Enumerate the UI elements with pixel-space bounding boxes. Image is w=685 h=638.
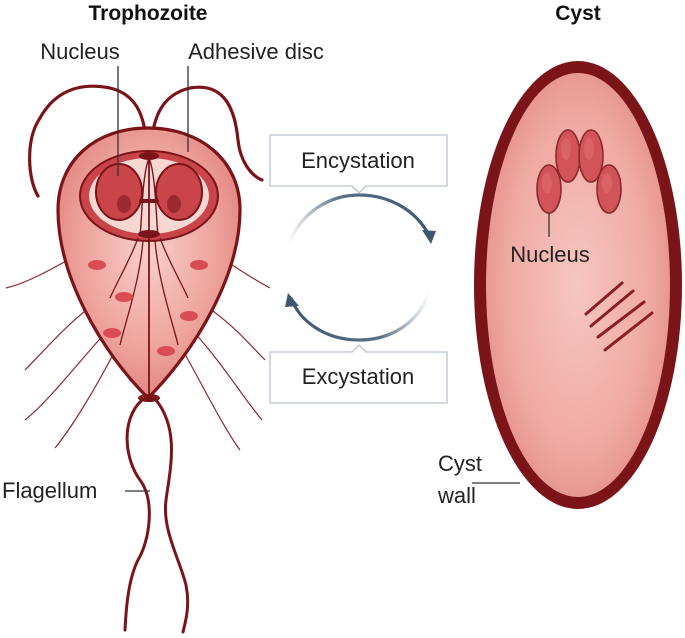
life-cycle-arrows: Encystation Excystation — [269, 134, 448, 404]
label-flagellum: Flagellum — [2, 478, 97, 503]
excystation-label: Excystation — [302, 364, 415, 389]
trophozoite-group: Trophozoite — [2, 2, 324, 634]
cyst-nuclei-highlight — [542, 138, 612, 193]
encystation-arrowhead — [422, 230, 436, 244]
excystation-box — [269, 344, 448, 404]
basal-body-top — [139, 152, 159, 160]
basal-body-middle — [138, 230, 160, 238]
cyst-fibers — [584, 281, 654, 352]
trophozoite-nucleus-right — [155, 163, 203, 221]
encystation-arc — [286, 193, 433, 247]
median-body-bar — [139, 199, 159, 203]
trophozoite-title: Trophozoite — [89, 2, 208, 25]
cyst-title: Cyst — [555, 2, 601, 25]
trophozoite-leaders — [117, 66, 189, 492]
peripheral-vesicles — [88, 260, 208, 356]
excystation-arc — [289, 289, 432, 342]
nucleolus-right — [167, 195, 181, 213]
encystation-box — [269, 134, 448, 194]
label-cyst-wall-line1: Cyst — [438, 451, 482, 476]
caudal-flagella — [123, 398, 190, 634]
cyst-interior — [486, 73, 670, 497]
nucleolus-left — [117, 195, 131, 213]
excystation-arrowhead — [285, 293, 299, 307]
trophozoite-nucleus-left — [95, 163, 143, 221]
label-adhesive-disc: Adhesive disc — [188, 39, 324, 64]
anterior-flagella — [28, 84, 264, 198]
label-trophozoite-nucleus: Nucleus — [40, 39, 119, 64]
label-cyst-nucleus: Nucleus — [510, 242, 589, 267]
encystation-label: Encystation — [301, 148, 415, 173]
label-cyst-wall-line2: wall — [437, 483, 476, 508]
cyst-group: Cyst Nucleus Cyst wall — [437, 2, 682, 509]
